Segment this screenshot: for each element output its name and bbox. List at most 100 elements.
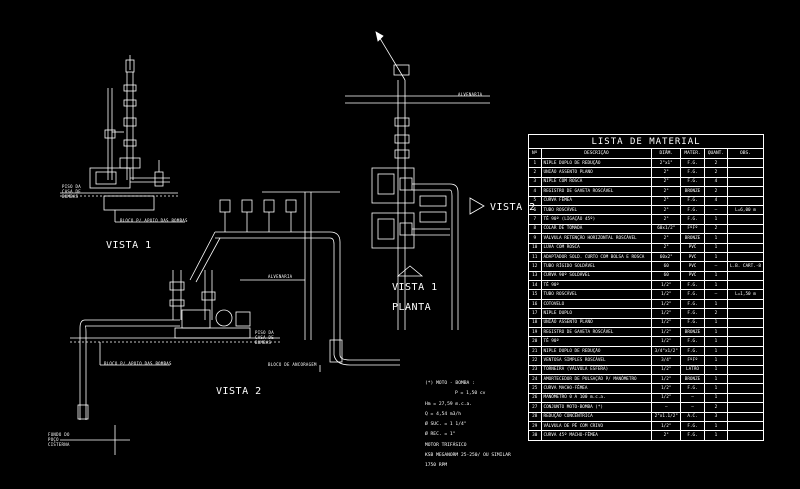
cell-num: 20 <box>528 336 542 347</box>
cell-quant: 1 <box>703 251 728 263</box>
cell-num: 16 <box>528 298 542 310</box>
cell-obs <box>726 298 765 310</box>
cell-quant: 1 <box>703 317 728 329</box>
pump-notes: (*) MOTO - BOMBA : P = 1,50 cv Hm = 27,5… <box>425 379 511 472</box>
cell-obs <box>726 308 765 319</box>
cell-mater: A.C. <box>680 411 705 422</box>
cell-mater: F.G. <box>680 167 705 178</box>
note-line: Hm = 27,59 m.c.a. <box>425 401 473 407</box>
cell-quant: 1 <box>703 430 728 441</box>
cell-descricao: AMORTECEDOR DE PULSAÇÃO P/ MANÔMETRO <box>540 373 653 385</box>
cell-mater: PVC <box>680 270 705 282</box>
note-line: P = 1,50 cv <box>455 391 486 397</box>
cell-diam: 1/2" <box>651 383 682 394</box>
cell-quant: 1 <box>703 242 728 253</box>
cell-obs: L=1,50 m <box>726 289 765 300</box>
cell-obs <box>726 214 765 225</box>
cell-quant: 1 <box>703 214 728 225</box>
cell-diam: 1/2" <box>651 280 682 291</box>
cell-num: 4 <box>528 186 542 197</box>
cell-mater: — <box>680 402 705 413</box>
cell-diam: 2"x1.1/2" <box>651 411 682 422</box>
cell-num: 14 <box>528 280 542 291</box>
cell-diam: 2" <box>651 214 682 225</box>
cell-mater: FºFº <box>680 223 705 235</box>
cell-num: 5 <box>528 195 542 206</box>
cell-quant: 2 <box>703 186 728 197</box>
cell-descricao: TORNEIRA (VÁLVULA ESFERA) <box>540 364 653 376</box>
cell-diam: 1/2" <box>651 336 682 347</box>
cell-diam: 1/2" <box>651 298 682 310</box>
cell-quant: 4 <box>703 176 728 188</box>
cell-obs <box>726 233 765 244</box>
col-header-quant: QUANT. <box>703 148 728 159</box>
cell-obs: L=6,00 m <box>726 204 765 216</box>
cell-num: 3 <box>528 176 542 188</box>
cell-obs <box>726 364 765 376</box>
view-label-vista2: VISTA 2 <box>216 386 262 397</box>
cell-mater: F.G. <box>680 214 705 225</box>
cell-num: 9 <box>528 233 542 244</box>
cell-mater: F.G. <box>680 280 705 291</box>
cell-mater: F.G. <box>680 157 705 169</box>
material-list-title: LISTA DE MATERIAL <box>528 134 764 149</box>
cell-obs <box>726 373 765 385</box>
cell-obs <box>726 280 765 291</box>
view-label-vista1-plan: VISTA 1 <box>392 282 438 293</box>
cell-diam: 2" <box>651 233 682 244</box>
note-line: KSB MEGANORM 25-250/ OU SIMILAR <box>425 453 511 459</box>
cell-mater: F.G. <box>680 289 705 300</box>
cell-diam: 1/2" <box>651 308 682 319</box>
cell-mater: — <box>680 392 705 404</box>
col-header-descricao: DESCRIÇÃO <box>540 148 653 159</box>
col-header-mater: MATER. <box>680 148 705 159</box>
cell-num: 27 <box>528 402 542 413</box>
cell-num: 26 <box>528 392 542 404</box>
cell-diam: 2"x1" <box>651 157 682 169</box>
cell-diam: 60 <box>651 261 682 272</box>
cell-quant: 2 <box>703 157 728 169</box>
note-line: MOTOR TRIFÁSICO <box>425 442 467 448</box>
cell-obs <box>726 327 765 338</box>
cell-mater: PVC <box>680 251 705 263</box>
cell-diam: 60x2" <box>651 251 682 263</box>
cell-num: 21 <box>528 345 542 357</box>
cell-obs <box>726 223 765 235</box>
cell-num: 11 <box>528 251 542 263</box>
cell-quant: 1 <box>703 383 728 394</box>
cell-descricao: REDUÇÃO CONCÊNTRICA <box>540 411 653 422</box>
cell-descricao: COLAR DE TOMADA <box>540 223 653 235</box>
cell-quant: 1 <box>703 373 728 385</box>
cell-descricao: VENTOSA SIMPLES ROSCÁVEL <box>540 355 653 366</box>
cell-descricao: MANÔMETRO 0 A 100 m.c.a. <box>540 392 653 404</box>
cell-obs <box>726 430 765 441</box>
cell-mater: F.G. <box>680 420 705 432</box>
cell-num: 19 <box>528 327 542 338</box>
cell-descricao: UNIÃO ASSENTO PLANO <box>540 317 653 329</box>
cell-num: 6 <box>528 204 542 216</box>
cell-descricao: COTOVELO <box>540 298 653 310</box>
alvenaria-label-2: ALVENARIA <box>268 274 293 279</box>
cell-quant: — <box>703 261 728 272</box>
cell-obs <box>726 345 765 357</box>
cell-quant: 1 <box>703 392 728 404</box>
cell-descricao: CURVA 90º SOLDÁVEL <box>540 270 653 282</box>
view-label-planta: PLANTA <box>392 302 432 313</box>
note-line: Ø REC. = 1" <box>425 432 456 438</box>
cell-obs <box>726 411 765 422</box>
